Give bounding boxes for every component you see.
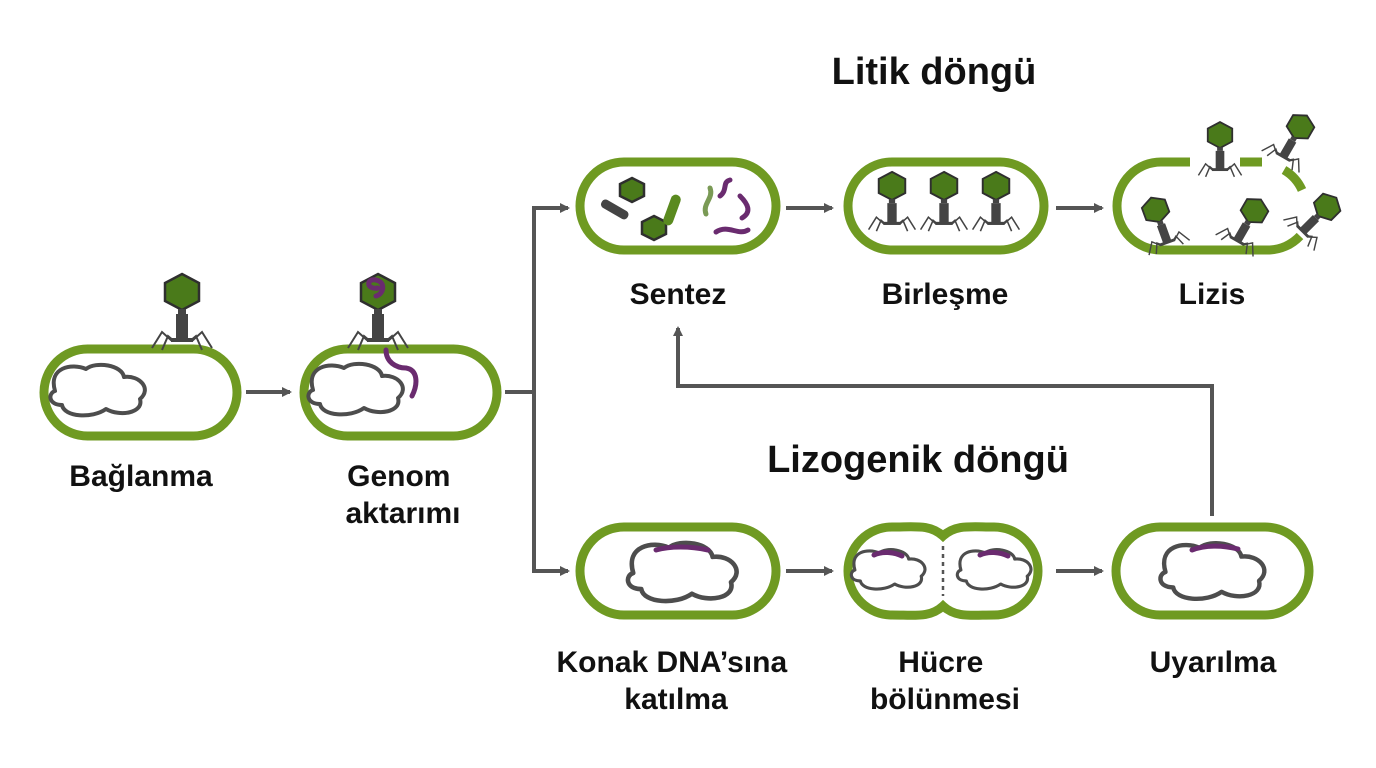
injected-viral-dna xyxy=(383,347,419,399)
ruptured-cell-wall xyxy=(1112,157,1304,255)
attachment-stage xyxy=(39,272,242,441)
label-integration: Konak DNA’sına katılma xyxy=(557,646,796,716)
viral-dna-strand xyxy=(702,185,714,217)
viral-dna-strand xyxy=(737,193,751,221)
lysogenic-cycle-title: Lizogenik döngü xyxy=(767,439,1069,481)
lysis-stage xyxy=(1112,103,1353,259)
label-assembly: Birleşme xyxy=(882,278,1009,311)
integration-stage xyxy=(575,522,781,620)
tail-fragment xyxy=(663,194,681,226)
bacterial-cell xyxy=(39,344,242,441)
label-cell-division: Hücre bölünmesi xyxy=(870,646,1020,716)
excising-prophage xyxy=(1189,543,1241,553)
arrow-induction-to-synthesis xyxy=(673,326,1214,516)
flow-arrows xyxy=(246,203,1214,576)
integrated-prophage xyxy=(871,550,905,559)
bacteriophage-icon xyxy=(1197,121,1243,178)
label-attachment: Bağlanma xyxy=(69,460,213,493)
viral-dna-strand xyxy=(717,177,733,199)
bacteriophage-icon xyxy=(346,272,410,352)
lytic-cycle-title: Litik döngü xyxy=(832,51,1037,93)
genome-transfer-stage xyxy=(299,272,502,441)
arrow-to-integration xyxy=(532,392,570,576)
bacteriophage-icon xyxy=(1259,103,1327,175)
bacterial-cell xyxy=(1111,522,1314,620)
induction-stage xyxy=(1111,522,1314,620)
arrow-to-synthesis xyxy=(532,203,570,392)
integrated-prophage xyxy=(977,550,1011,559)
viral-dna-in-capsid xyxy=(366,277,386,299)
synthesis-stage xyxy=(575,157,781,255)
label-lysis: Lizis xyxy=(1179,278,1246,311)
cell-division-stage xyxy=(843,522,1043,620)
label-genome-transfer: Genom aktarımı xyxy=(345,460,460,530)
capsid-fragment xyxy=(618,176,646,204)
tail-fragment xyxy=(600,199,629,220)
assembly-stage xyxy=(843,157,1049,255)
viral-dna-strand xyxy=(713,226,751,235)
integrated-prophage xyxy=(653,544,711,553)
cell-wall-fragment xyxy=(1281,166,1307,193)
capsid-fragment xyxy=(640,214,668,242)
bacteriophage-icon xyxy=(150,272,214,352)
label-induction: Uyarılma xyxy=(1150,646,1277,679)
label-synthesis: Sentez xyxy=(630,278,727,311)
